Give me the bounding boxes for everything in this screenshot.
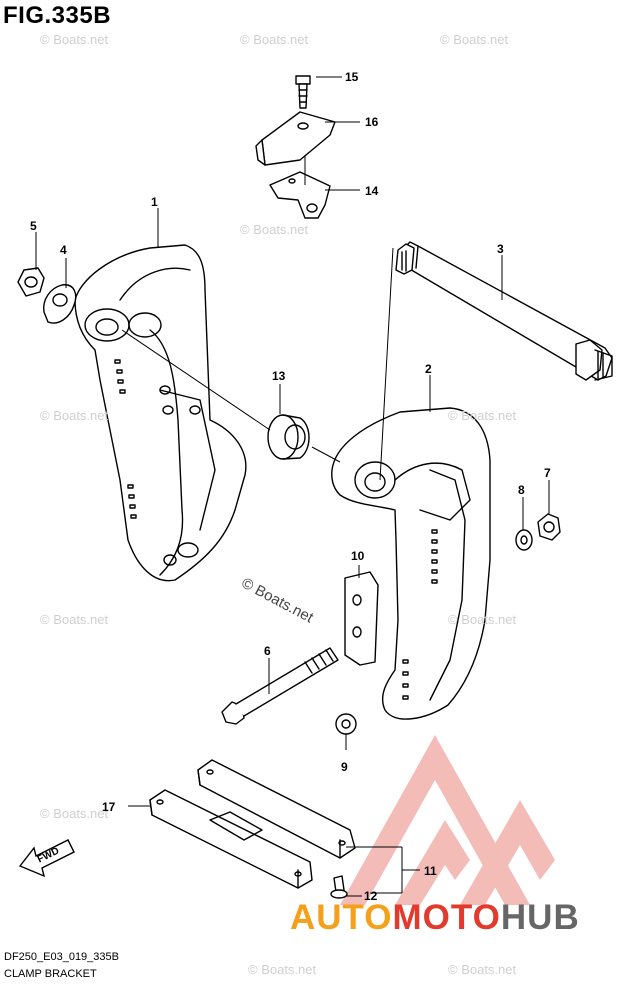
watermark: © Boats.net xyxy=(248,962,317,977)
watermark: © Boats.net xyxy=(40,32,109,47)
leader-lines xyxy=(35,76,550,897)
brand-part-hub: HUB xyxy=(500,898,580,937)
brand-part-moto: MOTO xyxy=(392,898,501,937)
right-bracket-holes xyxy=(402,529,438,700)
part-6-bolt[interactable] xyxy=(221,647,339,725)
figure-caption: CLAMP BRACKET xyxy=(4,968,97,980)
watermark: © Boats.net xyxy=(40,408,109,423)
callout-12[interactable]: 12 xyxy=(364,889,378,903)
part-1-clamp-bracket-left[interactable] xyxy=(74,244,247,582)
part-8-washer[interactable] xyxy=(515,529,533,551)
callout-13[interactable]: 13 xyxy=(272,369,286,383)
part-12-screw[interactable] xyxy=(330,875,348,899)
part-15-bolt[interactable] xyxy=(295,75,311,109)
brand-wordmark: AUTOMOTOHUB xyxy=(290,898,580,938)
callout-10[interactable]: 10 xyxy=(351,549,365,563)
callout-6[interactable]: 6 xyxy=(264,644,271,658)
watermark: © Boats.net xyxy=(440,32,509,47)
callout-2[interactable]: 2 xyxy=(425,362,432,376)
watermark: © Boats.net xyxy=(448,408,517,423)
callout-1[interactable]: 1 xyxy=(151,195,158,209)
callout-3[interactable]: 3 xyxy=(497,242,504,256)
callout-11[interactable]: 11 xyxy=(424,864,437,878)
watermark: © Boats.net xyxy=(240,32,309,47)
part-16-plate[interactable] xyxy=(255,111,336,166)
left-bracket-holes xyxy=(114,359,137,519)
part-7-nut[interactable] xyxy=(537,513,561,541)
part-14-bracket[interactable] xyxy=(269,171,331,219)
callout-17[interactable]: 17 xyxy=(102,800,116,814)
part-10-plate[interactable] xyxy=(344,571,379,666)
brand-part-auto: AUTO xyxy=(290,898,393,937)
part-3-tilt-tube[interactable] xyxy=(395,241,613,381)
callout-9[interactable]: 9 xyxy=(341,760,348,774)
callout-4[interactable]: 4 xyxy=(60,243,67,257)
watermark: © Boats.net xyxy=(240,222,309,237)
fwd-arrow-icon xyxy=(18,839,75,878)
callout-16[interactable]: 16 xyxy=(365,115,379,129)
part-17-spacer-upper[interactable] xyxy=(197,759,356,859)
part-4-plate-washer[interactable] xyxy=(43,284,77,324)
callout-8[interactable]: 8 xyxy=(518,483,525,497)
brand-logo-mark xyxy=(340,735,555,905)
figure-title: FIG.335B xyxy=(3,2,112,29)
part-13-bushing[interactable] xyxy=(267,414,310,460)
assembly-axes xyxy=(121,155,394,481)
watermark: © Boats.net xyxy=(40,612,109,627)
watermark: © Boats.net xyxy=(448,612,517,627)
figure-code: DF250_E03_019_335B xyxy=(4,951,119,963)
part-5-nut[interactable] xyxy=(17,267,45,297)
callout-15[interactable]: 15 xyxy=(345,70,359,84)
callout-14[interactable]: 14 xyxy=(365,184,379,198)
callout-7[interactable]: 7 xyxy=(544,466,551,480)
watermark: © Boats.net xyxy=(448,962,517,977)
part-17-spacer-lower[interactable] xyxy=(149,789,313,889)
watermark: © Boats.net xyxy=(40,806,109,821)
part-9-washer[interactable] xyxy=(335,713,357,735)
callout-5[interactable]: 5 xyxy=(30,219,37,233)
part-2-clamp-bracket-right[interactable] xyxy=(331,407,491,720)
